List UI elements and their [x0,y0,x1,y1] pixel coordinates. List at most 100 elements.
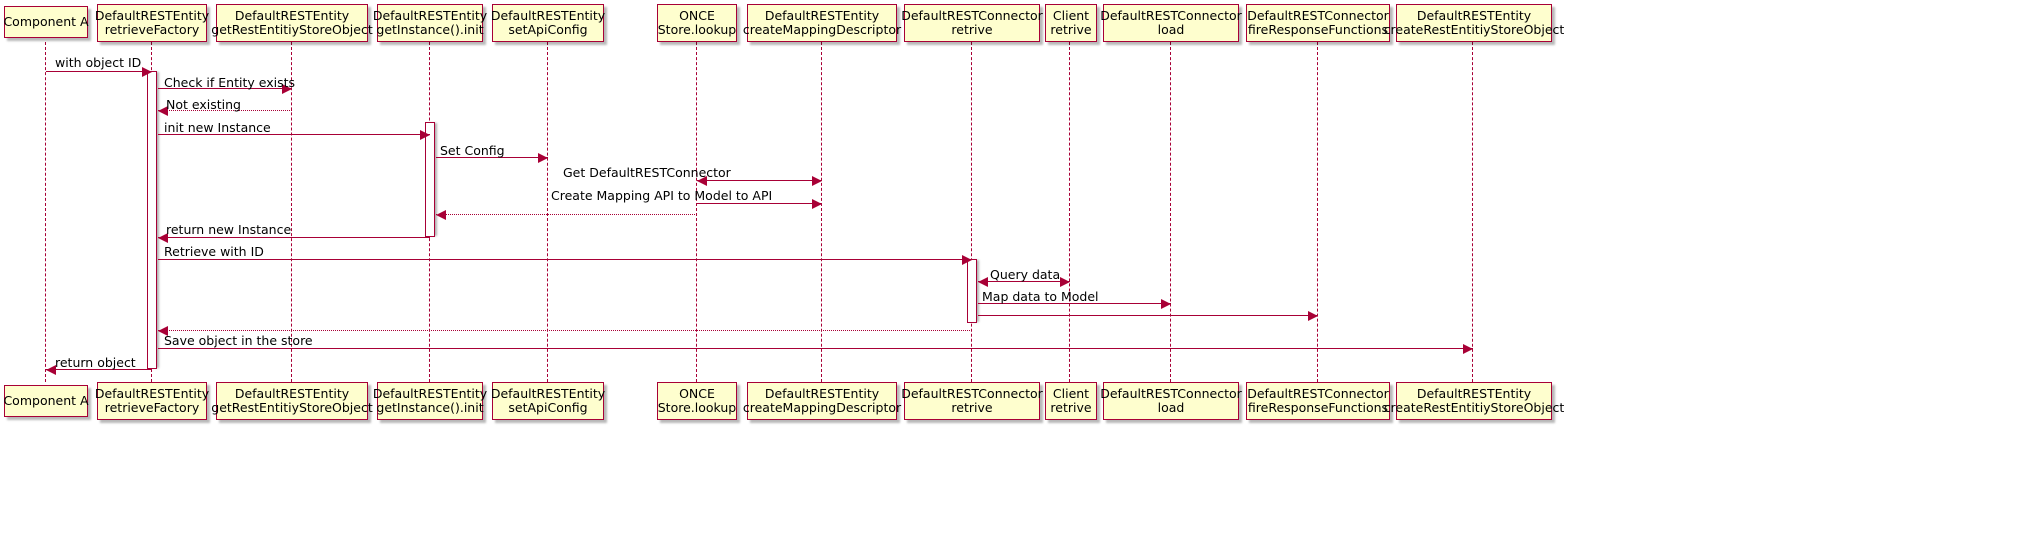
message-label-m11: Query data [990,267,1061,282]
participant-label-line2: createRestEntitiyStoreObject [1383,22,1565,37]
message-label-m1: with object ID [55,55,142,70]
participant-label-line2: getRestEntitiyStoreObject [211,400,373,415]
ll-connLoad [1170,42,1172,382]
message-line-m7 [697,203,822,204]
message-label-m10: Retrieve with ID [164,244,264,259]
message-label-m15: Save object in the store [164,333,313,348]
act-connRetrive [967,259,977,323]
arrowhead-right-m1 [142,66,152,77]
participant-label-line2: retrive [1050,400,1092,415]
participant-label-line1: ONCE [679,7,715,23]
ll-onceStoreLookup [696,42,698,382]
participant-label-line2: fireResponseFunctions [1247,22,1389,37]
message-label-m7: Create Mapping API to Model to API [551,188,773,203]
participant-label-line2: getInstance().init [376,22,484,37]
arrowhead-left-m6 [697,175,707,186]
message-label-m3: Not existing [166,97,241,112]
message-line-m9 [158,237,430,238]
arrowhead-right-m11 [1060,276,1070,287]
participant-label-line1: DefaultRESTEntity [234,385,350,401]
message-line-m12 [978,303,1171,304]
participant-label-line2: createMappingDescriptor [742,400,902,415]
arrowhead-left-m3 [158,105,168,116]
message-line-m1 [46,71,152,72]
arrowhead-right-m13 [1308,310,1318,321]
participant-label-line2: retrive [1050,22,1092,37]
participant-label-line2: Store.lookup [657,22,737,37]
message-label-m6: Get DefaultRESTConnector [563,165,731,180]
participant-label-line1: DefaultRESTConnector [1100,7,1242,23]
participant-label-line1: DefaultRESTEntity [94,385,210,401]
arrowhead-right-m6 [812,175,822,186]
participant-label-line2: Store.lookup [657,400,737,415]
message-line-m10 [158,259,972,260]
message-label-m12: Map data to Model [982,289,1099,304]
message-label-m9: return new Instance [166,222,292,237]
arrowhead-right-m12 [1161,298,1171,309]
arrowhead-right-m5 [538,152,548,163]
ll-componentA [45,42,47,382]
participant-label-line2: retrieveFactory [104,400,200,415]
participant-label-line2: getRestEntitiyStoreObject [211,22,373,37]
participant-label-line1: DefaultRESTEntity [764,385,880,401]
act-retrieveFactory [147,71,157,369]
message-line-m6 [697,180,822,181]
participant-foot-componentA: Component A [3,385,89,417]
participant-label-line1: DefaultRESTEntity [490,385,606,401]
participant-label-line1: DefaultRESTEntity [372,385,488,401]
message-label-m4: init new Instance [164,120,271,135]
arrowhead-right-m7 [812,198,822,209]
message-line-m5 [436,157,548,158]
participant-label-line2: load [1157,22,1185,37]
act-getInstanceInit [425,122,435,237]
message-label-m2: Check if Entity exists [164,75,296,90]
ll-fireResponse [1317,42,1319,382]
participant-label-line1: DefaultRESTConnector [1247,7,1389,23]
message-line-m16 [46,369,152,370]
participant-label-line2: retrieveFactory [104,22,200,37]
ll-createMapDesc [821,42,823,382]
participant-label-line2: setApiConfig [508,400,588,415]
arrowhead-left-m14 [158,325,168,336]
message-line-m11 [978,281,1070,282]
participant-label-line1: DefaultRESTEntity [764,7,880,23]
participant-label-line1: Component A [3,13,89,29]
participant-label-line1: DefaultRESTEntity [94,7,210,23]
ll-connRetrive [971,42,973,382]
message-line-m3 [158,110,292,111]
participant-label-line1: DefaultRESTConnector [901,385,1043,401]
participant-label-line2: load [1157,400,1185,415]
participant-label-line1: DefaultRESTEntity [372,7,488,23]
participant-label-line2: createRestEntitiyStoreObject [1383,400,1565,415]
message-line-m15 [158,348,1473,349]
arrowhead-right-m10 [962,254,972,265]
participant-label-line2: getInstance().init [376,400,484,415]
ll-getStoreObject [291,42,293,382]
message-label-m5: Set Config [440,143,505,158]
participant-label-line1: DefaultRESTEntity [1416,385,1532,401]
message-line-m14 [158,330,972,331]
participant-label-line1: DefaultRESTConnector [1247,385,1389,401]
participant-label-line1: DefaultRESTEntity [1416,7,1532,23]
arrowhead-left-m11 [978,276,988,287]
participant-label-line2: retrive [951,400,993,415]
arrowhead-left-m9 [158,232,168,243]
participant-label-line2: retrive [951,22,993,37]
arrowhead-right-m4 [420,129,430,140]
